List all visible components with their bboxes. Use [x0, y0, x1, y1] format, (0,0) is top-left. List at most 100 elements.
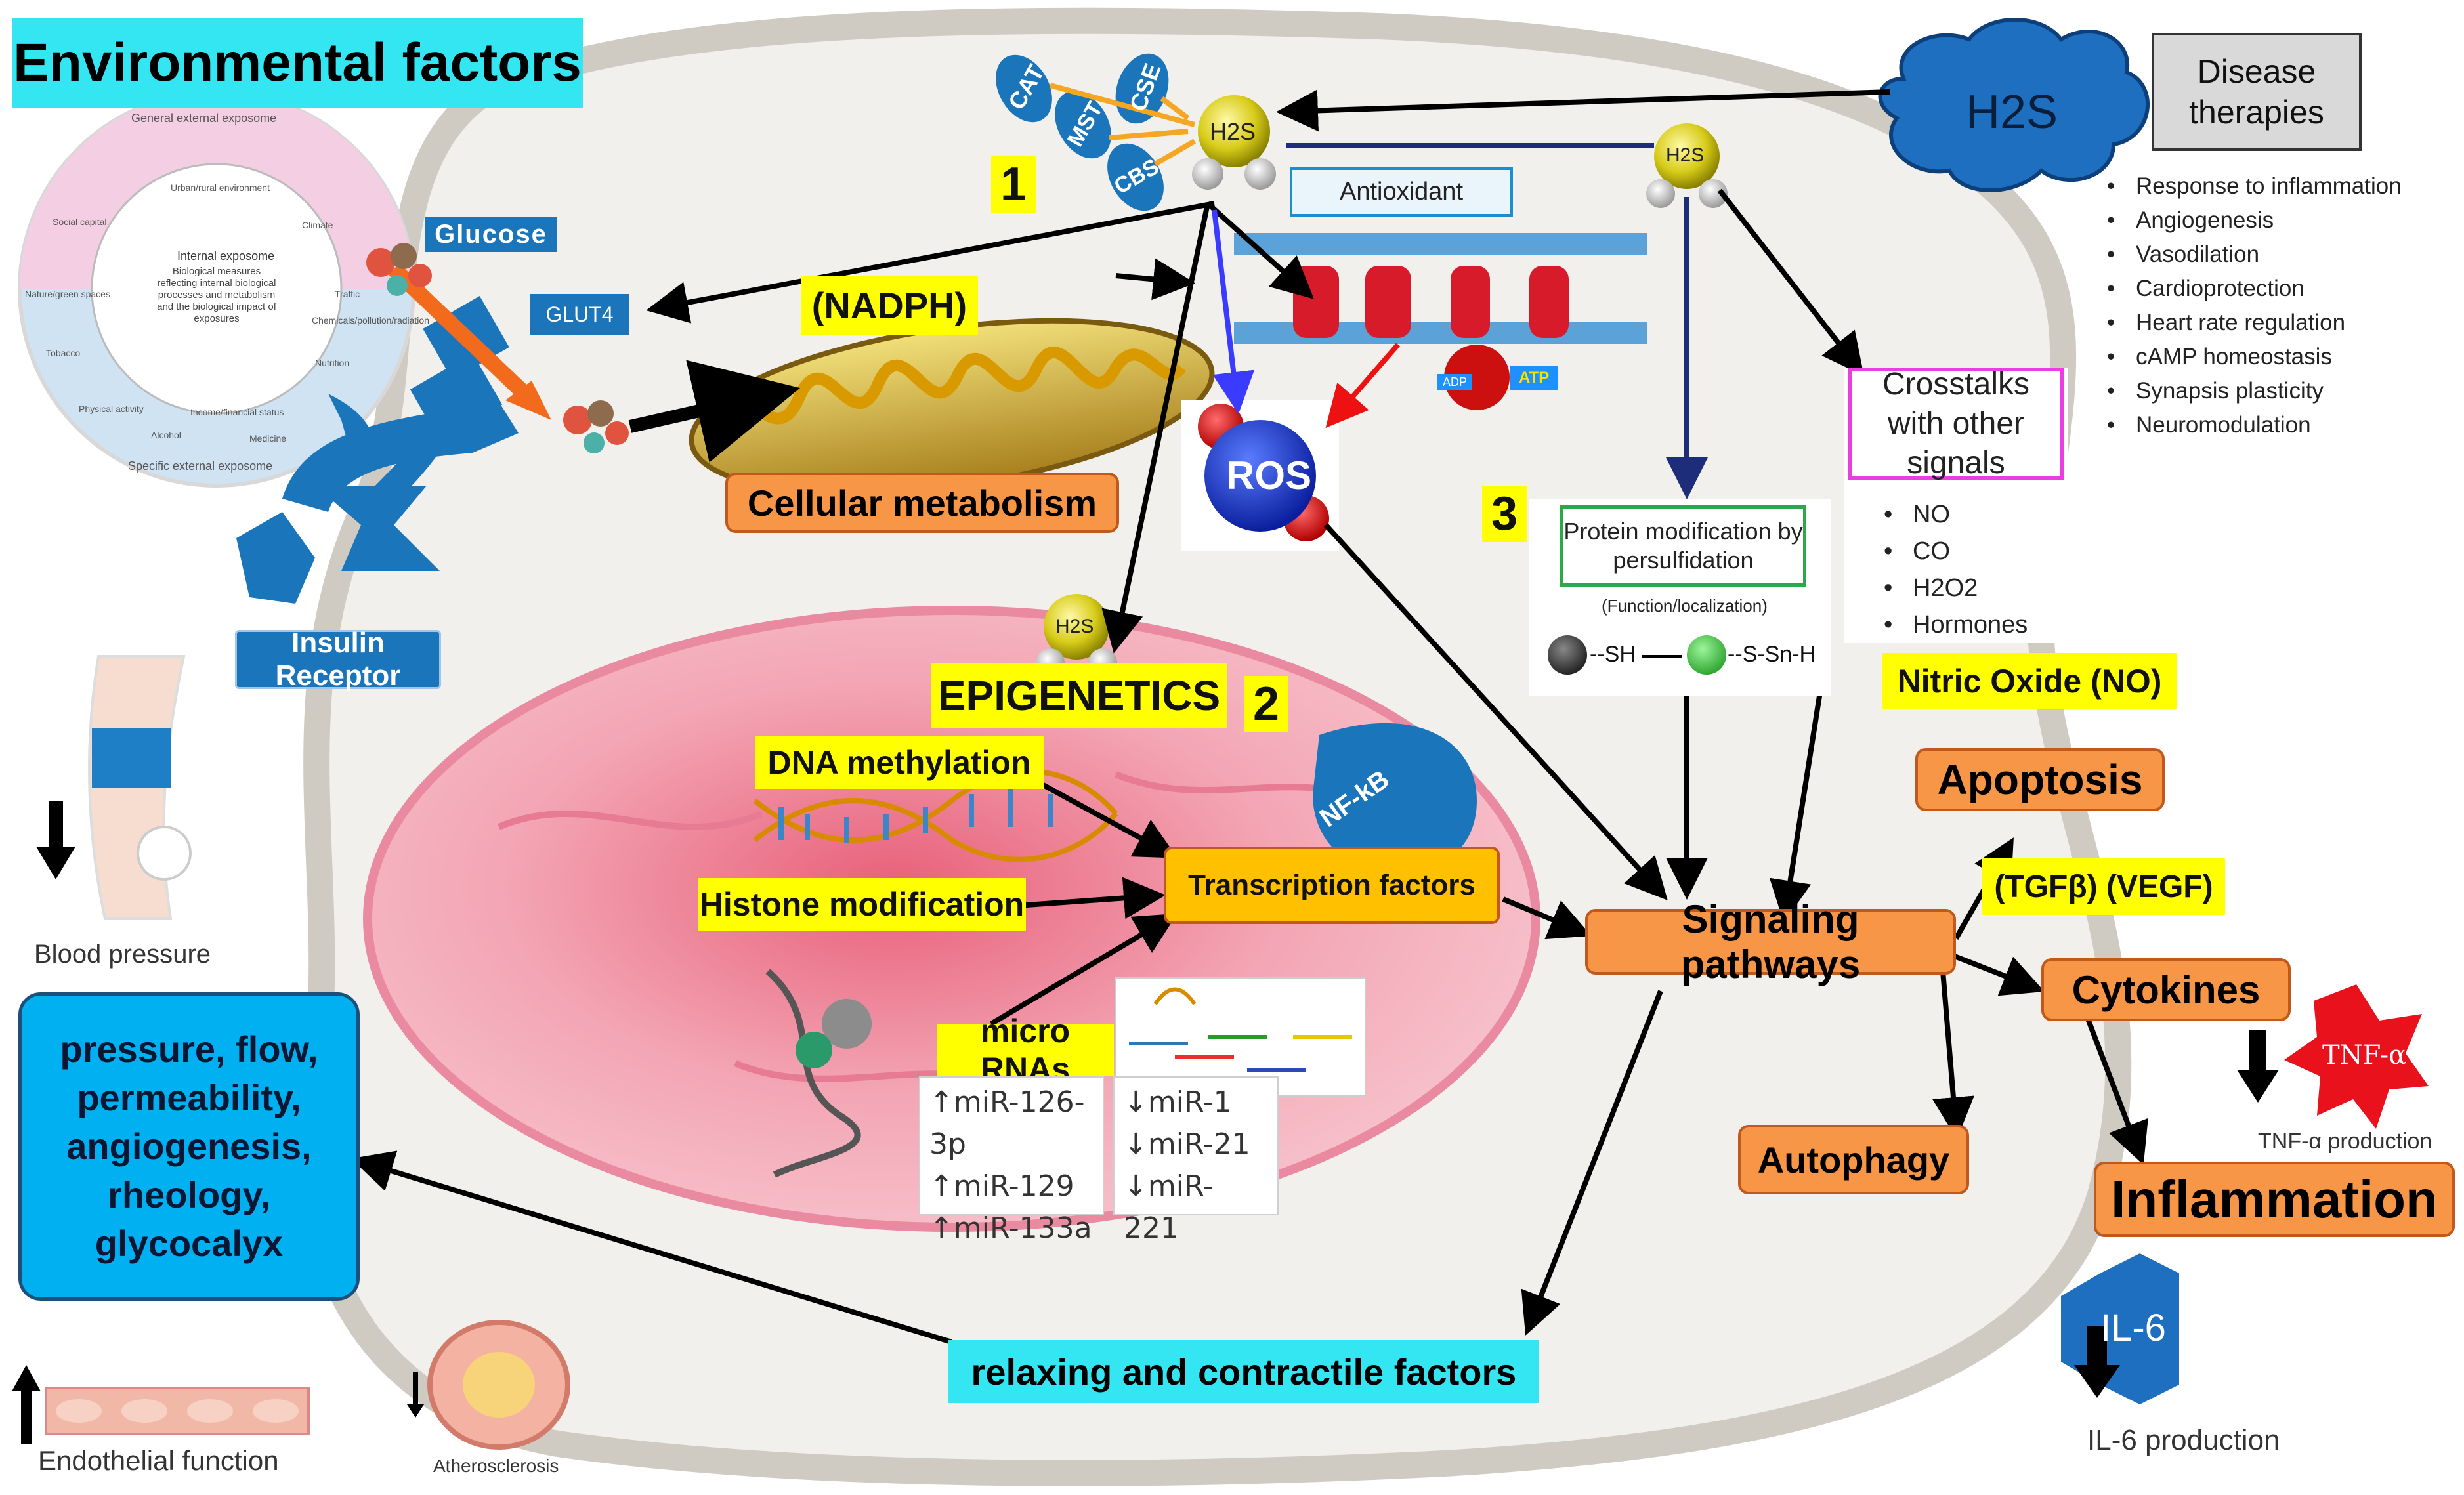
- exposome-item: Medicine: [249, 433, 287, 444]
- exposome-item: Alcohol: [151, 430, 181, 440]
- mirna-down-item: ↓miR-1: [1124, 1085, 1232, 1119]
- enzyme-drops: [996, 53, 1169, 211]
- step-number-1: 1: [991, 156, 1036, 213]
- apoptosis-label: Apoptosis: [1915, 748, 2165, 811]
- mirna-down-item: ↓miR-221: [1124, 1169, 1214, 1245]
- exposome-wheel: [18, 90, 415, 488]
- exposome-item: Tobacco: [46, 348, 81, 358]
- transcription-factors-label: Transcription factors: [1164, 847, 1500, 924]
- exposome-general-label: General external exposome: [131, 112, 277, 125]
- insulin-receptor-label: Insulin Receptor: [235, 627, 441, 692]
- epigenetics-title: EPIGENETICS: [931, 663, 1227, 728]
- outcome-line: permeability,: [77, 1077, 301, 1118]
- membrane-complex: [1234, 233, 1647, 410]
- ros-label: ROS: [1226, 453, 1312, 497]
- exposome-item: Nutrition: [315, 358, 350, 368]
- h2s-molecule-label: H2S: [1210, 118, 1256, 145]
- inflammation-label: Inflammation: [2094, 1162, 2455, 1237]
- black-sphere: [1548, 635, 1587, 675]
- persulfidation-panel: Protein modification by persulfidation (…: [1529, 499, 1831, 696]
- mirna-up-list: ↑miR-126-3p ↑miR-129 ↑miR-133a: [919, 1076, 1104, 1245]
- mirna-down-list: ↓miR-1 ↓miR-21 ↓miR-221: [1113, 1076, 1279, 1245]
- tnf-badge-label: TNF-α: [2322, 1040, 2407, 1070]
- endothelial-illustration: [45, 1387, 310, 1435]
- blood-pressure-caption: Blood pressure: [34, 940, 211, 969]
- exposome-item: Social capital: [53, 217, 107, 227]
- dna-helix: [753, 769, 1118, 862]
- outcome-line: glycocalyx: [95, 1223, 284, 1264]
- therapy-item: Response to inflammation: [2107, 169, 2402, 203]
- glut4-label: GLUT4: [530, 294, 629, 335]
- blood-pressure-illustration: [88, 655, 192, 920]
- conversion-arrow: [1642, 655, 1682, 658]
- exposome-internal-text: Biological measures reflecting internal …: [157, 266, 276, 324]
- crosstalks-title: Crosstalks with other signals: [1848, 367, 2064, 480]
- ros-molecule: [1181, 400, 1339, 551]
- crosstalk-item: H2O2: [1884, 570, 2028, 606]
- atherosclerosis-illustration: [427, 1320, 570, 1450]
- therapy-item: Angiogenesis: [2107, 203, 2402, 238]
- environmental-factors-title: Environmental factors: [12, 18, 583, 108]
- crosstalks-panel: Crosstalks with other signals NO CO H2O2…: [1844, 367, 2068, 643]
- outcome-line: pressure, flow,: [60, 1028, 318, 1070]
- h2s-molecule-right: [1646, 123, 1728, 208]
- decrease-arrows: [12, 801, 2279, 1444]
- h2s-molecule-main: [1192, 95, 1276, 190]
- exposome-specific-label: Specific external exposome: [128, 459, 273, 473]
- therapy-item: Synapsis plasticity: [2107, 374, 2402, 408]
- persulfidation-subtitle: (Function/localization): [1602, 596, 1768, 616]
- atherosclerosis-caption: Atherosclerosis: [433, 1456, 559, 1476]
- glucose-arrow: [388, 263, 538, 406]
- exposome-item: Traffic: [335, 289, 360, 299]
- chromatin: [765, 969, 872, 1178]
- exposome-item: Chemicals/pollution/radiation: [312, 315, 429, 326]
- green-sphere: [1687, 635, 1726, 675]
- histone-modification-label: Histone modification: [698, 878, 1026, 931]
- cellular-metabolism-label: Cellular metabolism: [725, 473, 1119, 533]
- mirna-up-item: ↑miR-133a: [929, 1211, 1092, 1245]
- persulfidation-title: Protein modification by persulfidation: [1560, 505, 1806, 587]
- flow-arrows: [350, 89, 2148, 1345]
- nfkb-drop: [1313, 723, 1477, 873]
- nadph-label: (NADPH): [801, 276, 978, 335]
- disease-therapies-title: Disease therapies: [2152, 33, 2362, 151]
- mirna-up-item: ↑miR-129: [929, 1169, 1074, 1203]
- glucose-molecules: [366, 243, 629, 453]
- signaling-pathways-label: Signaling pathways: [1585, 897, 1956, 986]
- exposome-item: Physical activity: [79, 404, 144, 414]
- therapy-item: Neuromodulation: [2107, 408, 2402, 442]
- crosstalks-list: NO CO H2O2 Hormones: [1884, 496, 2028, 643]
- exposome-item: Urban/rural environment: [171, 182, 270, 193]
- h2s-molecule-nucleus-label: H2S: [1055, 616, 1094, 637]
- crosstalk-item: Hormones: [1884, 606, 2028, 643]
- tgf-vegf-label: (TGFβ) (VEGF): [1982, 858, 2225, 915]
- atp-label: ATP: [1510, 366, 1559, 390]
- vascular-outcomes-box: pressure, flow, permeability, angiogenes…: [18, 992, 360, 1301]
- therapy-item: Vasodilation: [2107, 238, 2402, 272]
- tnf-caption: TNF-α production: [2258, 1129, 2432, 1154]
- step-number-3: 3: [1482, 486, 1527, 542]
- endothelial-caption: Endothelial function: [38, 1445, 279, 1476]
- h2s-cloud-label: H2S: [1966, 86, 2058, 138]
- therapy-item: Cardioprotection: [2107, 272, 2402, 306]
- glucose-label: Glucose: [425, 217, 557, 252]
- disease-therapies-list: Response to inflammation Angiogenesis Va…: [2107, 169, 2402, 442]
- dna-methylation-label: DNA methylation: [755, 736, 1044, 789]
- tnf-star: [2284, 984, 2429, 1129]
- adp-label: ADP: [1437, 374, 1473, 390]
- exposome-internal-title: Internal exposome: [177, 249, 275, 263]
- thiol-label: --SH: [1590, 642, 1636, 667]
- antioxidant-label: Antioxidant: [1290, 167, 1513, 217]
- il6-caption: IL-6 production: [2087, 1424, 2280, 1456]
- nitric-oxide-label: Nitric Oxide (NO): [1882, 653, 2177, 709]
- relaxing-contractile-label: relaxing and contractile factors: [948, 1340, 1539, 1403]
- crosstalk-item: NO: [1884, 496, 2028, 533]
- il6-badge-label: IL-6: [2100, 1307, 2166, 1349]
- step-number-2: 2: [1244, 676, 1289, 732]
- crosstalk-item: CO: [1884, 533, 2028, 570]
- mirna-up-item: ↑miR-126-3p: [929, 1085, 1085, 1161]
- outcome-line: rheology,: [108, 1174, 270, 1215]
- autophagy-label: Autophagy: [1738, 1125, 1969, 1194]
